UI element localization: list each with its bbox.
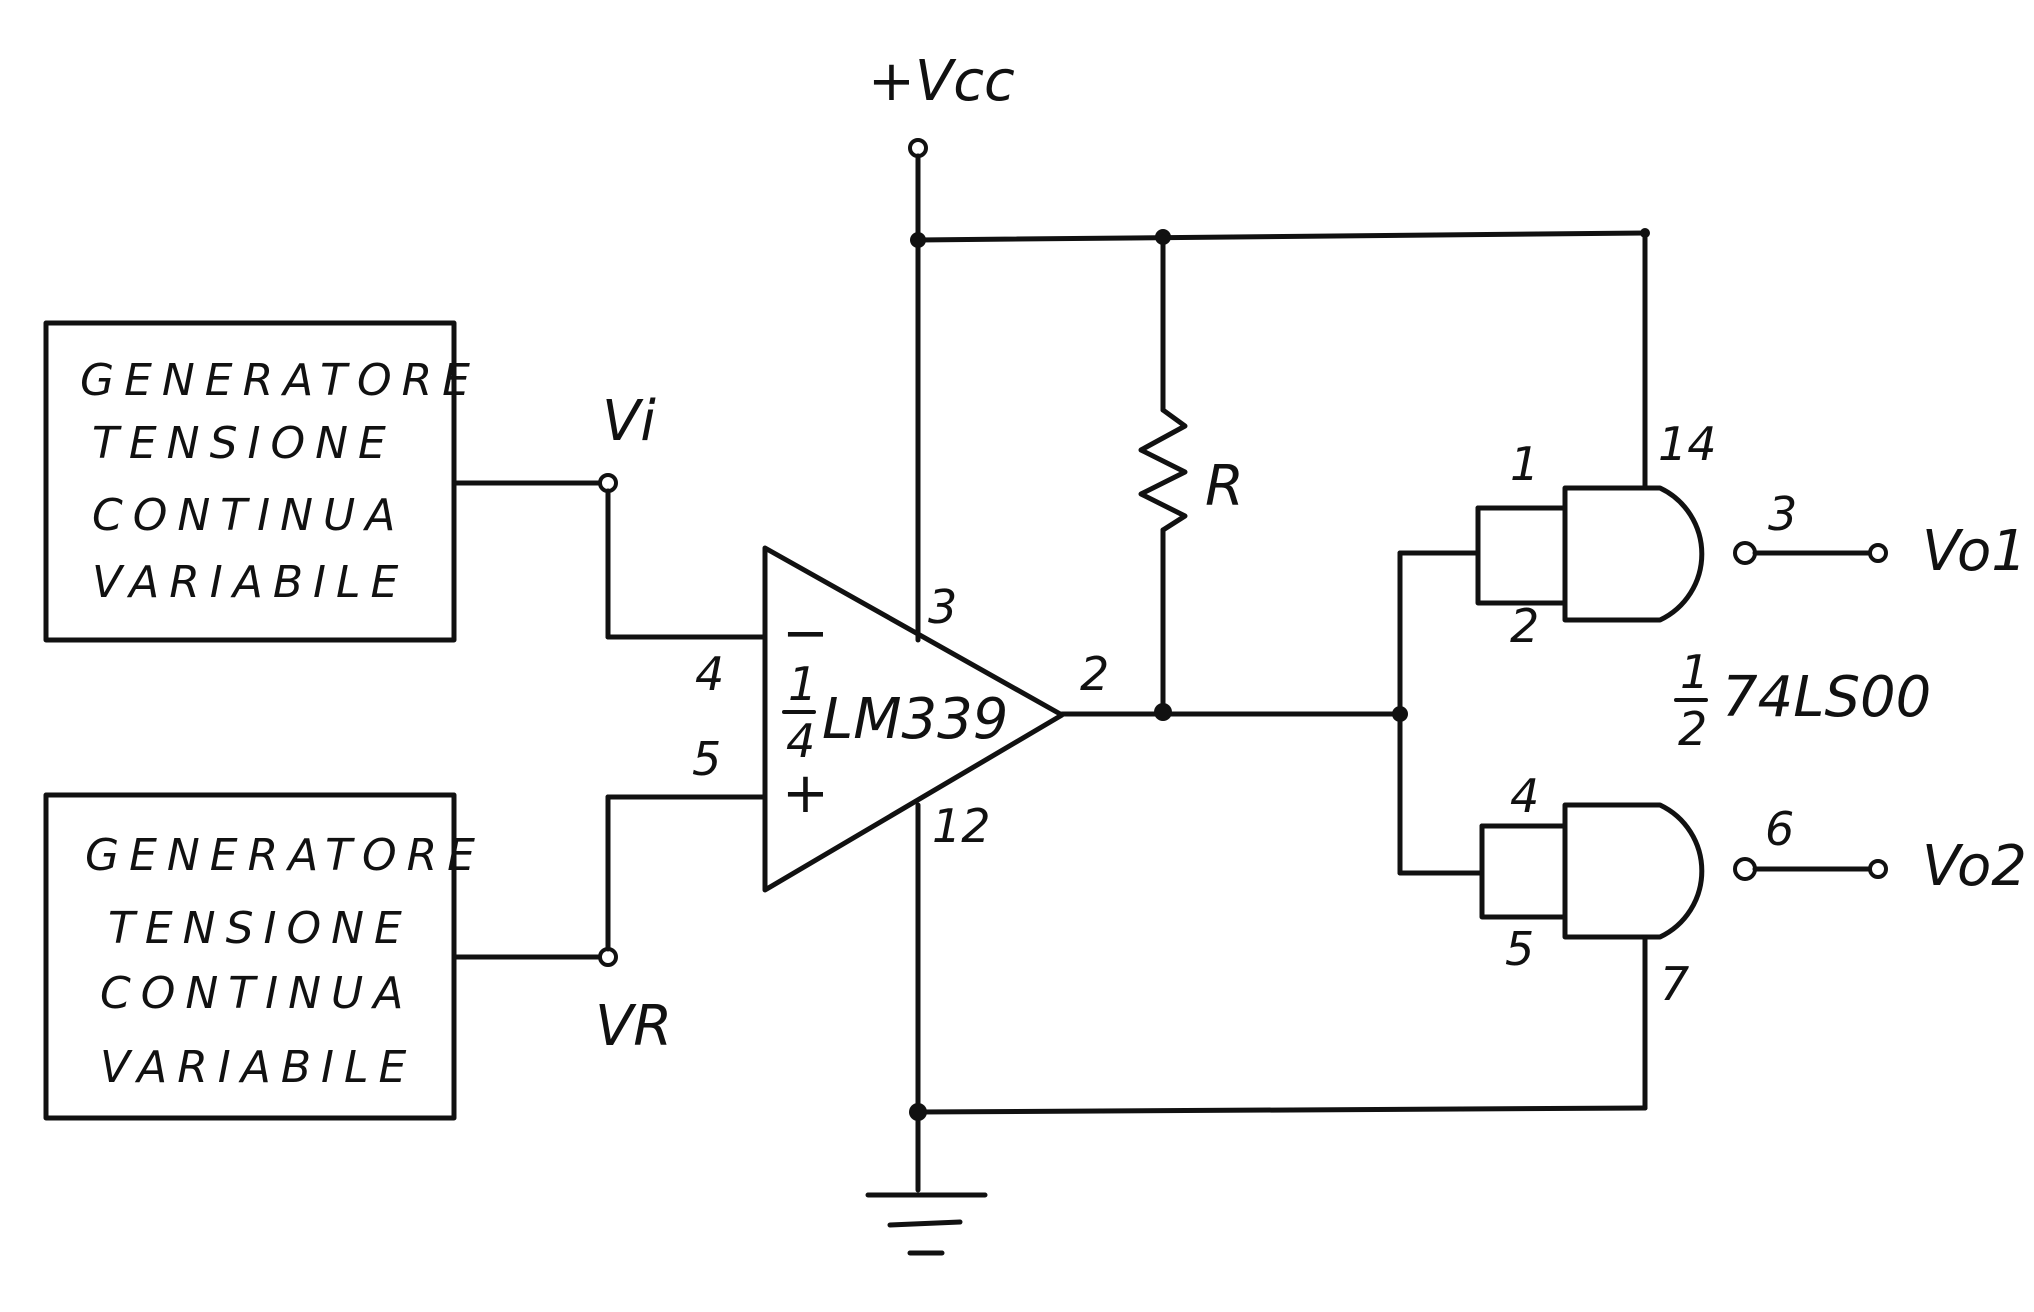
pin-12-label: 12 — [932, 799, 991, 853]
vo2-label: Vo2 — [1922, 834, 2027, 899]
vo1-label: Vo1 — [1922, 519, 2027, 584]
pin-3-label: 3 — [928, 580, 957, 634]
generator-box-top: GENERATORE TENSIONE CONTINUA VARIABILE — [43, 320, 480, 643]
junction-dot-ground — [909, 1103, 927, 1121]
comparator-fraction-den: 4 — [786, 714, 815, 768]
vo1-terminal — [1868, 543, 1888, 563]
nand-part-number: 74LS00 — [1722, 665, 1931, 730]
generator-bottom-line-4: VARIABILE — [100, 1042, 416, 1093]
nand-bottom-bubble — [1733, 857, 1757, 881]
nand-bottom-pin-5: 5 — [1505, 922, 1534, 976]
comparator-part-number: LM339 — [822, 687, 1008, 752]
comparator-fraction-num: 1 — [788, 657, 817, 711]
nand-gate-bottom: 4 5 6 7 Vo2 — [1479, 769, 2027, 1011]
pin-5-label: 5 — [692, 732, 721, 786]
comparator-minus-sign: − — [782, 601, 829, 666]
comparator-lm339: − + 1 4 LM339 4 5 3 12 2 — [692, 545, 1109, 893]
pin-2-label: 2 — [1080, 647, 1109, 701]
generator-top-line-4: VARIABILE — [92, 557, 408, 608]
nand-top-pin-2: 2 — [1510, 599, 1539, 653]
vi-label: Vi — [602, 389, 656, 454]
nand-top-body — [1562, 485, 1705, 623]
generator-bottom-line-3: CONTINUA — [100, 968, 413, 1019]
nand-bottom-body — [1562, 802, 1705, 940]
generator-top-line-2: TENSIONE — [92, 418, 396, 469]
comparator-plus-sign: + — [782, 761, 829, 826]
vcc-supply: +Vcc — [868, 49, 1015, 238]
junction-dot-output — [1154, 703, 1172, 721]
vo2-terminal — [1868, 859, 1888, 879]
nand-chip-label: 1 2 74LS00 — [1674, 645, 1931, 756]
generator-bottom-line-2: TENSIONE — [108, 903, 412, 954]
comparator-triangle — [762, 545, 1065, 893]
nand-top-pin-1: 1 — [1510, 437, 1539, 491]
ground-symbol — [865, 1192, 988, 1256]
nand-gate-top: 1 2 3 14 Vo1 — [1475, 417, 2027, 653]
generator-bottom-line-1: GENERATORE — [85, 830, 485, 881]
vr-input: VR — [451, 794, 768, 1059]
nand-top-pin-14: 14 — [1658, 417, 1717, 471]
pin-4-label: 4 — [695, 647, 724, 701]
vcc-label: +Vcc — [868, 49, 1015, 114]
ground-rail — [909, 934, 1648, 1121]
comparator-output-net — [1059, 550, 1485, 876]
nand-top-pin-3: 3 — [1768, 487, 1797, 541]
nand-fraction-num: 1 — [1680, 645, 1709, 699]
junction-dot-rail-end — [1640, 228, 1650, 238]
nand-fraction-den: 2 — [1678, 702, 1707, 756]
nand-top-bubble — [1733, 541, 1757, 565]
nand-bottom-pin-6: 6 — [1765, 802, 1794, 856]
resistor-label: R — [1205, 454, 1244, 519]
vi-input: Vi — [451, 389, 768, 640]
generator-top-line-1: GENERATORE — [80, 355, 480, 406]
nand-bottom-pin-4: 4 — [1510, 769, 1539, 823]
generator-box-bottom: GENERATORE TENSIONE CONTINUA VARIABILE — [43, 792, 485, 1121]
generator-top-line-3: CONTINUA — [92, 490, 405, 541]
resistor-r: R — [1138, 234, 1244, 715]
vr-label: VR — [595, 994, 672, 1059]
nand-bottom-pin-7: 7 — [1660, 957, 1689, 1011]
